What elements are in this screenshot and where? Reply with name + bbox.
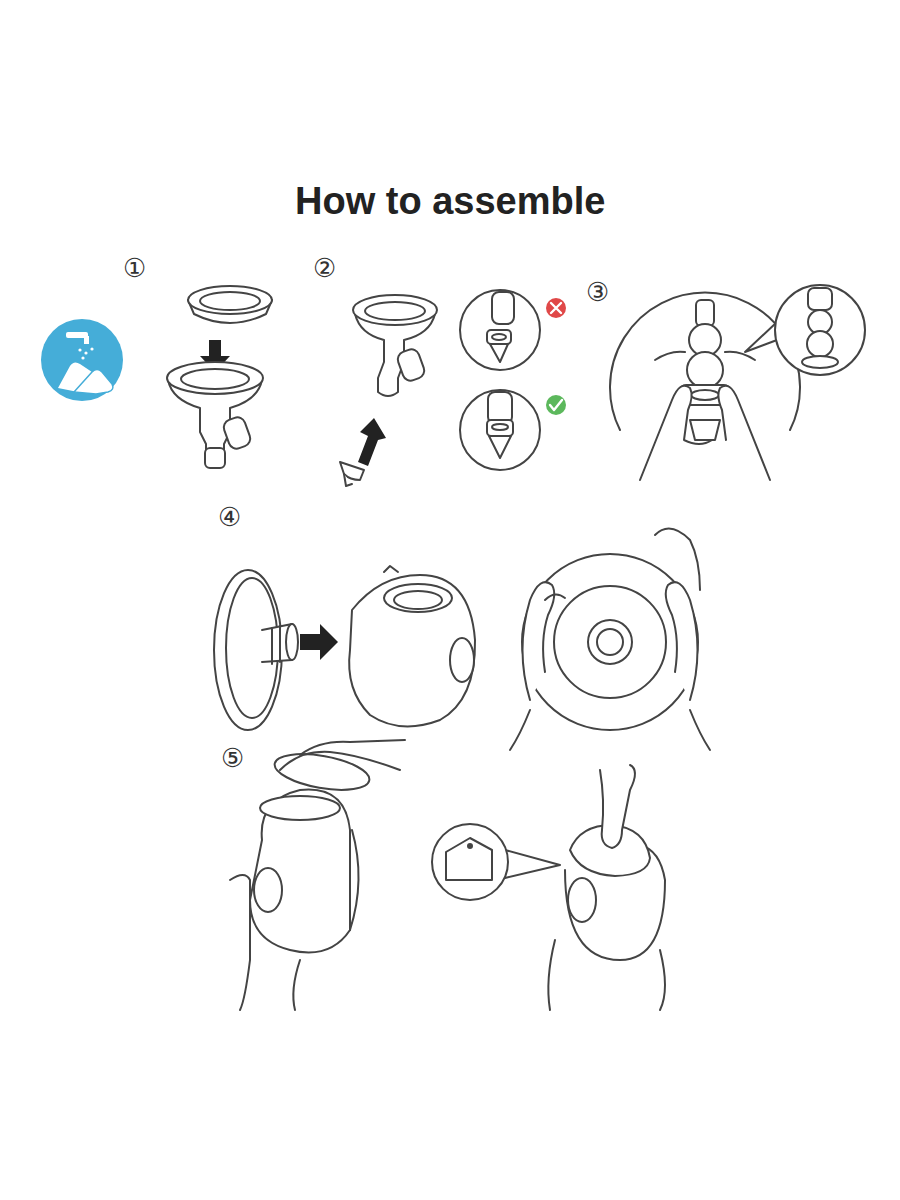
duckbill-valve — [340, 462, 364, 486]
step-number: ② — [313, 255, 336, 281]
step5-cup-lid — [230, 740, 405, 1010]
wrong-fit-magnifier — [460, 290, 540, 370]
step3-hands-flange — [610, 293, 800, 480]
step4-hands-cup — [510, 529, 710, 750]
step4-flange — [214, 570, 298, 730]
step-number: ⑤ — [221, 745, 244, 771]
wrong-mark — [546, 298, 566, 318]
page-title: How to assemble — [295, 180, 605, 223]
step-number: ① — [123, 255, 146, 281]
right-mark — [546, 395, 566, 415]
step5-magnifier — [432, 824, 560, 900]
hand-wash-icon — [41, 319, 123, 401]
step1-body — [167, 362, 263, 468]
correct-fit-magnifier — [460, 390, 540, 470]
step1-flange — [188, 286, 272, 323]
step4-cup — [349, 566, 475, 726]
right-arrow — [300, 624, 338, 660]
step5-closing-cup — [548, 765, 665, 1010]
step2-assembly — [353, 295, 437, 396]
step3-magnifier — [745, 285, 865, 375]
up-arrow — [358, 418, 386, 466]
step-number: ③ — [586, 279, 609, 305]
step-number: ④ — [218, 504, 241, 530]
